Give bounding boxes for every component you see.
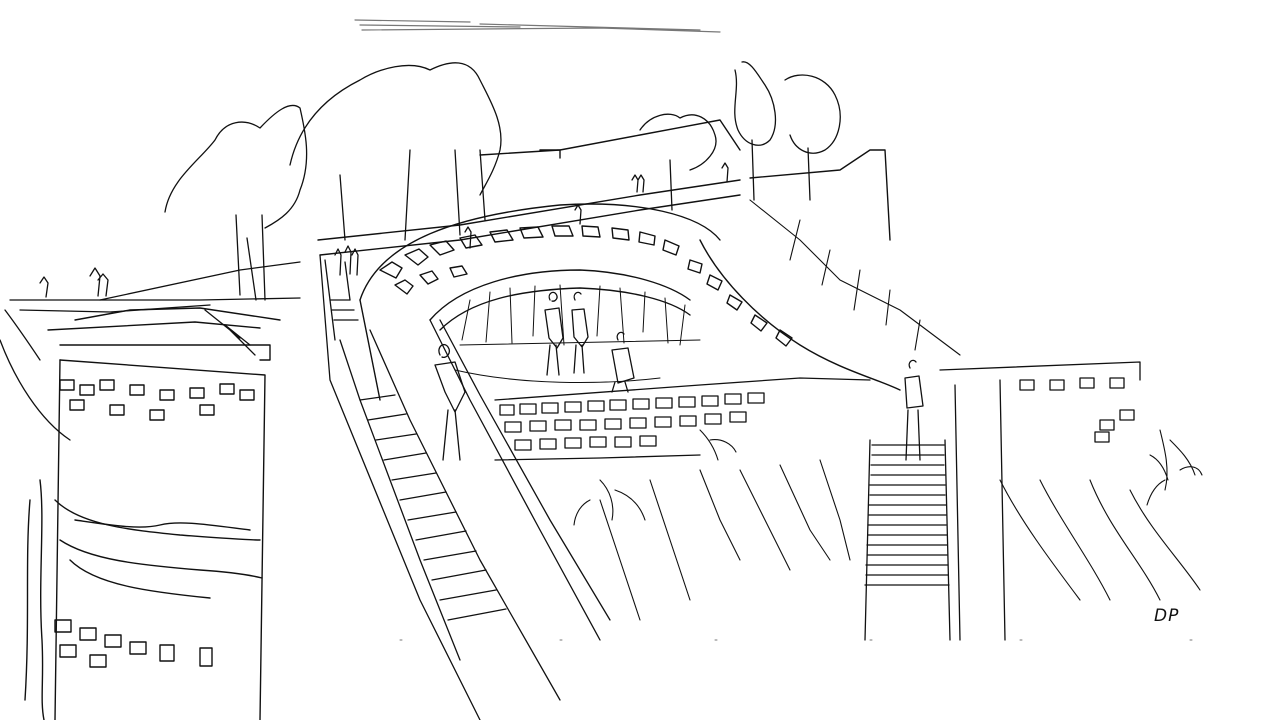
right-staircase: [864, 361, 1141, 641]
left-tower: [24, 307, 281, 720]
top-smudge: [354, 19, 721, 33]
central-stairway: [319, 254, 611, 720]
stone-arch: [359, 203, 901, 401]
plants: [573, 429, 1203, 526]
right-slope: [599, 199, 1201, 621]
background-trees: [164, 61, 841, 301]
artist-signature: DP: [1154, 606, 1180, 626]
lower-wall: [494, 377, 871, 461]
rock-face: [454, 284, 701, 384]
upper-terrace: [317, 119, 891, 256]
left-walkway: [0, 261, 301, 441]
people: [334, 162, 924, 461]
